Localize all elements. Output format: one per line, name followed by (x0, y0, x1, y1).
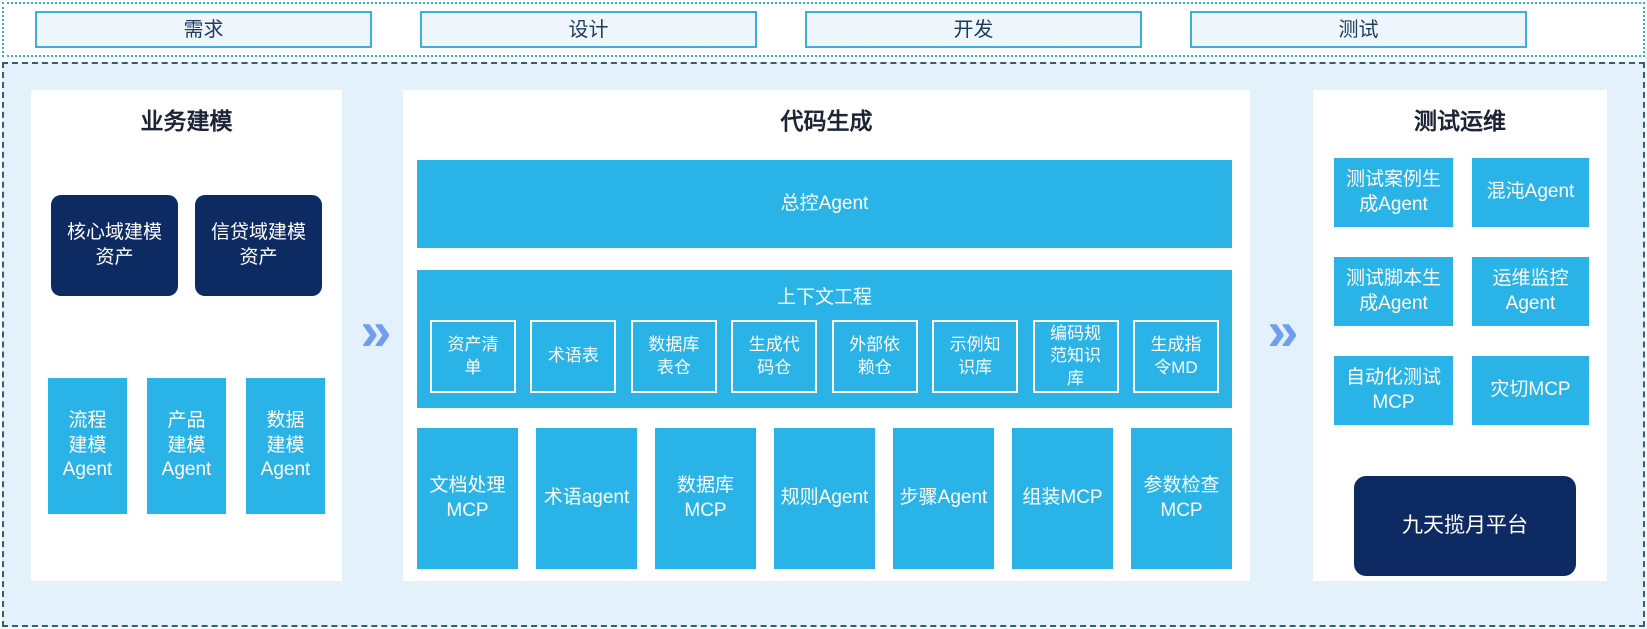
box-label: 生成指 令MD (1150, 335, 1202, 377)
box-automated-testing-mcp: 自动化测试 MCP (1334, 356, 1453, 425)
box-label: 参数检查 MCP (1143, 474, 1220, 521)
box-glossary: 术语表 (530, 320, 617, 393)
box-master-control-agent: 总控Agent (417, 160, 1232, 248)
box-label: 规则Agent (780, 487, 869, 509)
box-label: 示例知 识库 (949, 335, 1001, 377)
phase-box-testing: 测试 (1190, 11, 1527, 48)
box-product-modeling-agent: 产品 建模 Agent (147, 378, 226, 514)
box-external-dependency-repo: 外部依 赖仓 (831, 320, 918, 393)
phase-strip: 需求 设计 开发 测试 (2, 2, 1645, 57)
box-label: 数据库 表仓 (648, 335, 700, 377)
flow-chevron-icon: » (360, 298, 392, 362)
panel-test-operations: 测试运维 测试案例生 成Agent 混沌Agent 测试脚本生 成Agent 运… (1313, 90, 1607, 581)
panel-title-code-generation: 代码生成 (780, 108, 873, 134)
box-chaos-agent: 混沌Agent (1472, 158, 1589, 227)
box-database-mcp: 数据库 MCP (655, 428, 756, 569)
box-label: 产品 建模 Agent (161, 409, 212, 481)
box-label: 步骤Agent (899, 487, 988, 509)
box-label: 信贷域建模 资产 (210, 221, 306, 268)
phase-label: 需求 (183, 18, 224, 41)
box-label: 数据库 MCP (676, 474, 734, 521)
panel-business-modeling: 业务建模 核心域建模 资产 信贷域建模 资产 流程 建模 Agent 产品 建模… (31, 90, 342, 581)
box-database-table-repo: 数据库 表仓 (630, 320, 717, 393)
box-label: 流程 建模 Agent (62, 409, 113, 481)
phase-label: 设计 (568, 18, 609, 41)
box-label: 资产清 单 (447, 335, 499, 377)
phase-box-development: 开发 (805, 11, 1142, 48)
box-data-modeling-agent: 数据 建模 Agent (246, 378, 325, 514)
box-core-domain-modeling-asset: 核心域建模 资产 (51, 195, 178, 296)
box-rule-agent: 规则Agent (774, 428, 875, 569)
box-label: 灾切MCP (1490, 379, 1571, 401)
box-test-script-generation-agent: 测试脚本生 成Agent (1334, 257, 1453, 326)
flow-chevron-icon: » (1267, 298, 1299, 362)
modeling-agent-row: 流程 建模 Agent 产品 建模 Agent 数据 建模 Agent (31, 378, 342, 514)
box-disaster-switch-mcp: 灾切MCP (1472, 356, 1589, 425)
phase-label: 测试 (1338, 18, 1379, 41)
panel-title-business-modeling: 业务建模 (140, 108, 233, 134)
box-doc-processing-mcp: 文档处理 MCP (417, 428, 518, 569)
box-label: 测试案例生 成Agent (1345, 168, 1441, 215)
box-param-check-mcp: 参数检查 MCP (1131, 428, 1232, 569)
box-label: 九天揽月平台 (1402, 514, 1528, 538)
main-container: 业务建模 核心域建模 资产 信贷域建模 资产 流程 建模 Agent 产品 建模… (2, 62, 1645, 627)
box-label: 术语表 (547, 346, 599, 366)
panel-title-test-operations: 测试运维 (1414, 108, 1506, 134)
box-label: 术语agent (543, 487, 630, 509)
context-engineering-title: 上下文工程 (776, 287, 872, 308)
box-coding-standard-knowledge-base: 编码规 范知识 库 (1032, 320, 1119, 393)
box-generation-instruction-md: 生成指 令MD (1132, 320, 1219, 393)
box-label: 数据 建模 Agent (260, 409, 311, 481)
box-generated-code-repo: 生成代 码仓 (731, 320, 818, 393)
phase-box-design: 设计 (420, 11, 757, 48)
testops-tool-grid: 测试案例生 成Agent 混沌Agent 测试脚本生 成Agent 运维监控 A… (1334, 158, 1589, 425)
box-label: 文档处理 MCP (429, 474, 506, 521)
box-test-case-generation-agent: 测试案例生 成Agent (1334, 158, 1453, 227)
box-assembly-mcp: 组装MCP (1012, 428, 1113, 569)
panel-code-generation: 代码生成 总控Agent 上下文工程 资产清 单 术语表 数据库 表仓 (403, 90, 1250, 581)
box-example-knowledge-base: 示例知 识库 (932, 320, 1019, 393)
box-label: 测试脚本生 成Agent (1345, 267, 1441, 314)
box-label: 总控Agent (780, 192, 869, 214)
box-ops-monitoring-agent: 运维监控 Agent (1472, 257, 1589, 326)
context-item-row: 资产清 单 术语表 数据库 表仓 生成代 码仓 外部依 赖仓 (430, 320, 1219, 393)
phase-box-requirements: 需求 (35, 11, 372, 48)
box-process-modeling-agent: 流程 建模 Agent (48, 378, 127, 514)
box-asset-list: 资产清 单 (430, 320, 516, 393)
modeling-asset-row: 核心域建模 资产 信贷域建模 资产 (31, 195, 342, 296)
worker-row: 文档处理 MCP 术语agent 数据库 MCP 规则Agent 步骤Agent… (417, 428, 1232, 569)
box-step-agent: 步骤Agent (893, 428, 994, 569)
box-label: 混沌Agent (1486, 181, 1575, 203)
box-label: 外部依 赖仓 (849, 335, 901, 377)
box-credit-domain-modeling-asset: 信贷域建模 资产 (195, 195, 322, 296)
box-glossary-agent: 术语agent (536, 428, 637, 569)
box-jiutian-lanyue-platform: 九天揽月平台 (1354, 476, 1576, 576)
box-label: 核心域建模 资产 (66, 221, 162, 268)
box-label: 运维监控 Agent (1492, 267, 1569, 314)
context-engineering-block: 上下文工程 资产清 单 术语表 数据库 表仓 生成代 码仓 外部 (417, 270, 1232, 408)
box-label: 编码规 范知识 库 (1050, 324, 1102, 388)
box-label: 自动化测试 MCP (1345, 366, 1441, 413)
box-label: 组装MCP (1022, 487, 1103, 509)
phase-label: 开发 (953, 18, 994, 41)
box-label: 生成代 码仓 (748, 335, 800, 377)
